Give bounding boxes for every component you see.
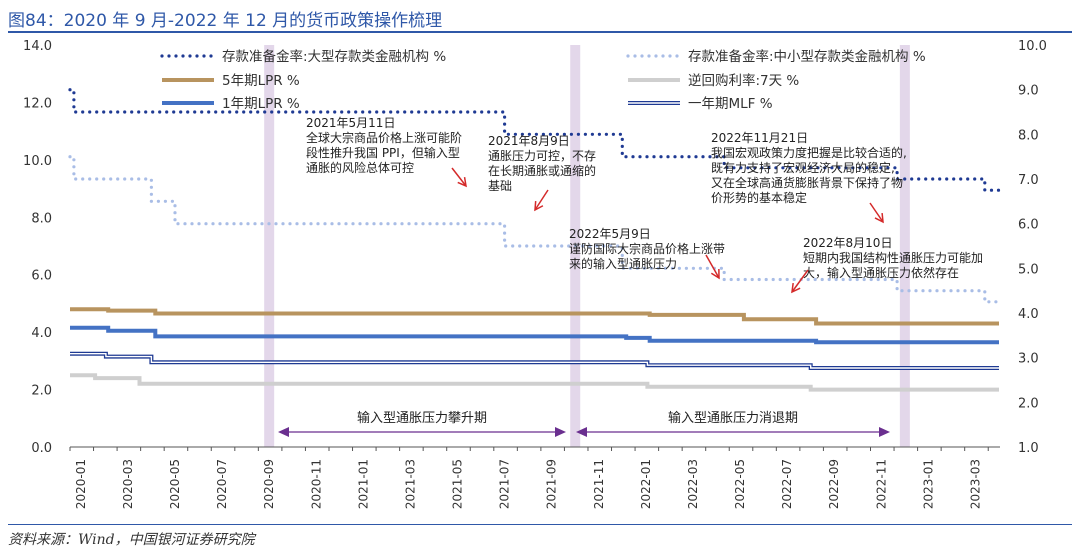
y-left-tick-label: 14.0 xyxy=(23,39,52,54)
shaded-band xyxy=(264,45,275,447)
y-right-tick-label: 2.0 xyxy=(1018,396,1039,411)
annotation-text: 来的输入型通胀压力 xyxy=(569,256,677,271)
axes: 0.0 2.0 4.0 6.0 8.0 10.0 12.0 14.0 1.0 2.0 3.0 4.0 5… xyxy=(23,39,1047,509)
annotation-text: 价形势的基本稳定 xyxy=(711,190,807,205)
series-rrr_large xyxy=(68,88,1001,192)
legend-label-mlf: 一年期MLF % xyxy=(688,96,773,112)
series-rrr_small xyxy=(68,155,1001,304)
period-label: 输入型通胀压力消退期 xyxy=(668,410,798,426)
x-tick-label: 2021-01 xyxy=(356,459,370,509)
series-lpr1 xyxy=(70,325,999,345)
x-tick-label: 2021-03 xyxy=(403,459,417,509)
annotation-text: 2021年5月11日 xyxy=(306,116,395,130)
annotation-arrow xyxy=(451,167,467,187)
annotation-text: 2022年11月21日 xyxy=(711,131,808,145)
legend: 存款准备金率:大型存款类金融机构 % 存款准备金率:中小型存款类金融机构 % 5年期… xyxy=(160,48,926,112)
x-tick-label: 2022-05 xyxy=(733,459,747,509)
y-left-tick-label: 2.0 xyxy=(31,384,52,399)
y-left-tick-label: 6.0 xyxy=(31,269,52,284)
y-right-tick-label: 3.0 xyxy=(1018,352,1039,367)
x-tick-label: 2022-09 xyxy=(827,459,841,509)
annotation-text: 2021年8月9日 xyxy=(488,134,570,148)
annotation-text: 2022年8月10日 xyxy=(803,236,892,250)
x-tick-label: 2020-03 xyxy=(121,459,135,509)
legend-label-lpr5: 5年期LPR % xyxy=(222,73,300,89)
x-tick-label: 2020-11 xyxy=(309,459,323,509)
y-left-tick-label: 12.0 xyxy=(23,96,52,111)
x-tick-label: 2022-03 xyxy=(686,459,700,509)
series-repo7 xyxy=(70,373,999,392)
annotation-text: 基础 xyxy=(488,179,512,193)
annotation-arrowhead xyxy=(874,212,884,224)
x-tick-label: 2020-05 xyxy=(168,459,182,509)
y-right-tick-label: 9.0 xyxy=(1018,84,1039,99)
annotation-arrowhead xyxy=(791,282,801,294)
period-label: 输入型通胀压力攀升期 xyxy=(357,410,487,426)
x-tick-label: 2021-07 xyxy=(498,459,512,509)
annotation-text: 全球大宗商品价格上涨可能阶 xyxy=(306,130,462,145)
y-left-tick-label: 10.0 xyxy=(23,154,52,169)
y-right-tick-label: 10.0 xyxy=(1018,39,1047,54)
annotation-text: 通胀的风险总体可控 xyxy=(306,160,414,175)
x-tick-label: 2022-07 xyxy=(780,459,794,509)
x-tick-label: 2020-07 xyxy=(215,459,229,509)
annotation-text: 既有力支持了宏观经济大局的稳定, xyxy=(711,160,895,175)
annotation-text: 大，输入型通胀压力依然存在 xyxy=(803,265,959,280)
series-mlf-inner xyxy=(70,353,999,369)
x-tick-label: 2022-01 xyxy=(639,459,653,509)
annotation-arrow xyxy=(534,189,549,211)
y-right-tick-label: 5.0 xyxy=(1018,262,1039,277)
figure-title: 图84：2020 年 9 月-2022 年 12 月的货币政策操作梳理 xyxy=(8,11,443,31)
annotation-arrow xyxy=(791,269,809,293)
series-lpr5 xyxy=(70,307,999,326)
period-arrowhead-right xyxy=(555,427,566,437)
x-tick-label: 2020-01 xyxy=(74,459,88,509)
series-lines xyxy=(68,88,1001,392)
y-left-tick-label: 4.0 xyxy=(31,326,52,341)
x-tick-label: 2021-09 xyxy=(545,459,559,509)
annotation-text: 我国宏观政策力度把握是比较合适的, xyxy=(711,145,907,160)
annotation-arrow xyxy=(705,254,720,279)
shaded-band xyxy=(899,45,910,447)
annotation-text: 谨防国际大宗商品价格上涨带 xyxy=(569,241,725,256)
source-rule xyxy=(8,524,1072,525)
y-right-tick-label: 1.0 xyxy=(1018,441,1039,456)
x-tick-label: 2021-11 xyxy=(592,459,606,509)
annotation-text: 又在全球高通货膨胀背景下保持了物 xyxy=(711,175,903,190)
x-tick-label: 2022-11 xyxy=(874,459,888,509)
y-right-tick-label: 7.0 xyxy=(1018,173,1039,188)
y-right-tick-label: 4.0 xyxy=(1018,307,1039,322)
legend-label-rrr_small: 存款准备金率:中小型存款类金融机构 % xyxy=(688,48,926,65)
legend-label-repo7: 逆回购利率:7天 % xyxy=(688,72,799,89)
annotation-arrowhead xyxy=(534,200,544,212)
title-rule xyxy=(8,31,1072,33)
y-right-tick-label: 6.0 xyxy=(1018,218,1039,233)
annotation-text: 通胀压力可控，不存 xyxy=(488,149,596,163)
annotation-text: 在长期通胀或通缩的 xyxy=(488,163,596,178)
x-tick-label: 2020-09 xyxy=(262,459,276,509)
chart: 0.0 2.0 4.0 6.0 8.0 10.0 12.0 14.0 1.0 2.0 3.0 4.0 5… xyxy=(23,39,1047,509)
source-note: 资料来源：Wind，中国银河证券研究院 xyxy=(8,532,255,548)
y-right-tick-label: 8.0 xyxy=(1018,128,1039,143)
period-arrowhead-left xyxy=(278,427,289,437)
period-arrowhead-right xyxy=(879,427,890,437)
legend-label-rrr_large: 存款准备金率:大型存款类金融机构 % xyxy=(222,48,446,65)
y-left-tick-label: 0.0 xyxy=(31,441,52,456)
period-arrowhead-left xyxy=(576,427,587,437)
series-mlf xyxy=(70,351,999,370)
annotation-text: 段性推升我国 PPI，但输入型 xyxy=(306,145,460,160)
x-tick-label: 2023-01 xyxy=(921,459,935,509)
annotation-text: 短期内我国结构性通胀压力可能加 xyxy=(803,250,983,265)
annotation-text: 2022年5月9日 xyxy=(569,227,651,241)
annotation-arrowhead xyxy=(457,176,467,188)
annotation-arrow xyxy=(869,202,884,223)
x-tick-label: 2021-05 xyxy=(451,459,465,509)
annotation-arrowhead xyxy=(710,268,720,280)
legend-label-lpr1: 1年期LPR % xyxy=(222,96,300,112)
x-tick-label: 2023-03 xyxy=(968,459,982,509)
y-left-tick-label: 8.0 xyxy=(31,211,52,226)
